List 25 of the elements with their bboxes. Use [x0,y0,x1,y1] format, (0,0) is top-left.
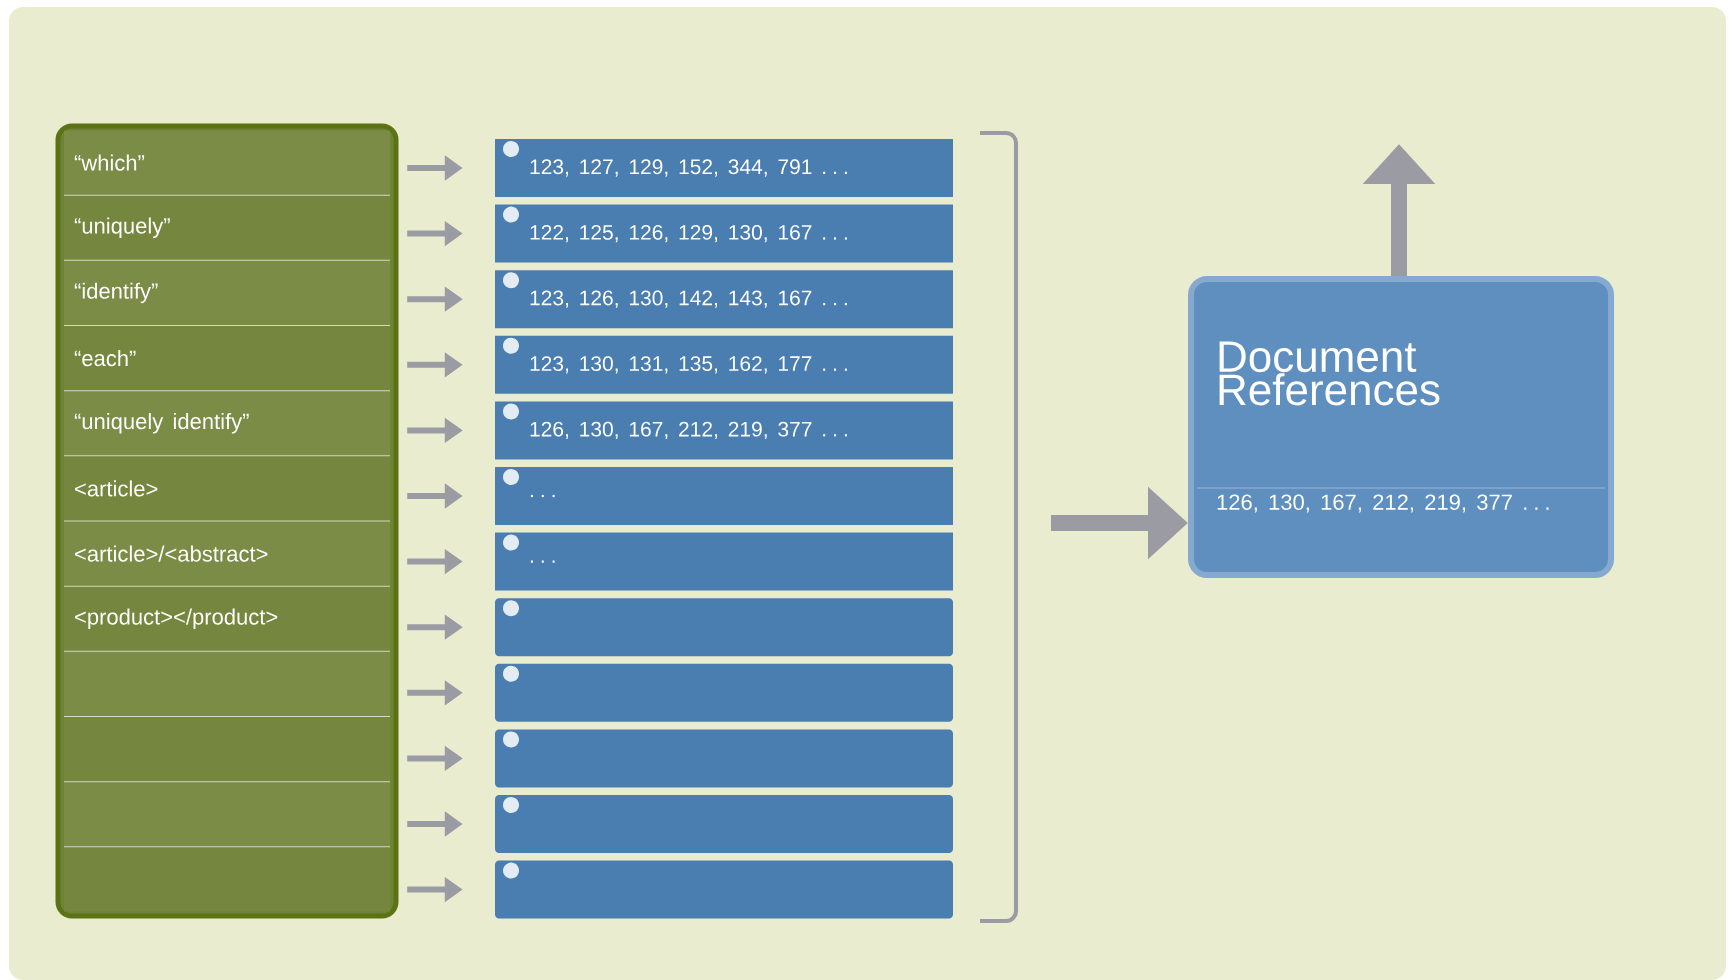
empty-bar [495,860,953,919]
list-cell: “each” [64,326,390,391]
list-cell: <article>/<abstract> [64,521,390,586]
list-cell: <product></product> [64,586,390,651]
list-cell: “uniquely” [64,195,390,260]
result-bar: 123, 126, 130, 142, 143, 167 . . . [495,270,953,329]
result-bar: . . . [495,532,953,591]
empty-cell [64,782,390,847]
empty-bar [495,663,953,722]
empty-cell [64,847,390,912]
empty-cell [64,651,390,716]
empty-bar [495,795,953,853]
result-bar: 122, 125, 126, 129, 130, 167 . . . [495,204,953,263]
result-bar: . . . [495,467,953,525]
result-box: Document References 126, 130, 167, 212, 219, 377 . . . [1188,276,1614,578]
result-bar: 126, 130, 167, 212, 219, 377 . . . [495,401,953,460]
list-cell: “which” [64,130,390,195]
empty-bar [495,598,953,657]
list-cell: <article> [64,456,390,521]
empty-bar [495,729,953,788]
result-bar: 123, 130, 131, 135, 162, 177 . . . [495,335,953,394]
result-bar: 123, 127, 129, 152, 344, 791 . . . [495,139,953,197]
empty-cell [64,717,390,782]
list-cell: “identify” [64,260,390,325]
list-cell: “uniquely identify” [64,391,390,456]
